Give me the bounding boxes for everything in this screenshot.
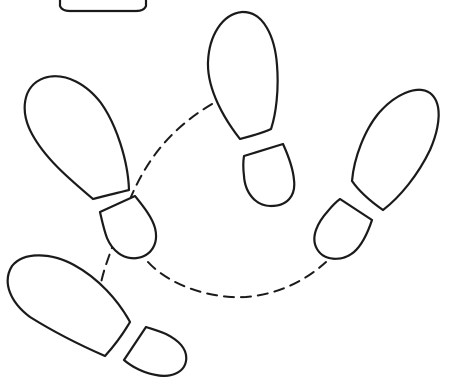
footprint-right-sole [352, 90, 439, 210]
footprint-left-sole [25, 76, 129, 199]
top-frame-fragment [60, 0, 146, 11]
footprint-top [208, 12, 294, 206]
footprint-left [25, 76, 156, 258]
footprint-bottom [8, 255, 187, 375]
footprint-bottom-heel [124, 327, 186, 376]
footprint-right-heel [314, 199, 372, 259]
footprint-right [314, 90, 438, 259]
footprint-top-heel [243, 144, 294, 206]
footprint-top-sole [208, 12, 278, 139]
footprint-left-heel [100, 196, 156, 258]
dashed-trail-arc [148, 262, 326, 297]
footprint-bottom-sole [8, 255, 130, 356]
